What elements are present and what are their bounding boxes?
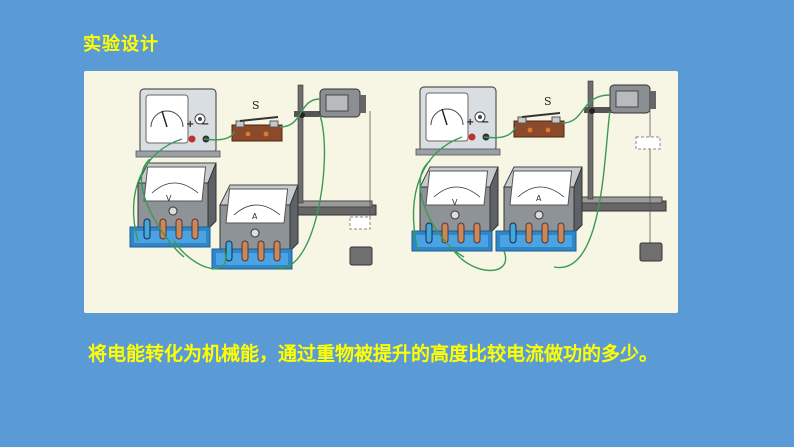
experiment-illustration: S + − V A S + − [84,71,678,313]
switch-label-left: S [252,99,260,112]
voltmeter-letter-left: V [166,194,172,203]
ammeter-letter-right: A [536,194,542,203]
plus-sign-left: + [186,119,194,130]
minus-sign-left: − [201,119,209,130]
minus-sign-right: − [481,117,489,128]
weight-left [349,246,373,266]
switch-left [231,116,283,142]
experiment-description: 将电能转化为机械能，通过重物被提升的高度比较电流做功的多少。 [88,343,659,365]
voltmeter-left [129,162,217,248]
right-setup: S + − V A [411,80,667,272]
left-setup: S + − V A [129,84,377,270]
weight-right [639,242,663,262]
circuit-diagram: S + − V A S + − [129,80,667,272]
slide-title: 实验设计 [83,34,159,55]
switch-label-right: S [544,95,552,108]
ammeter-right [495,166,583,252]
ammeter-letter-left: A [252,212,258,221]
switch-right [513,112,565,138]
voltmeter-letter-right: V [452,198,458,207]
plus-sign-right: + [466,117,474,128]
